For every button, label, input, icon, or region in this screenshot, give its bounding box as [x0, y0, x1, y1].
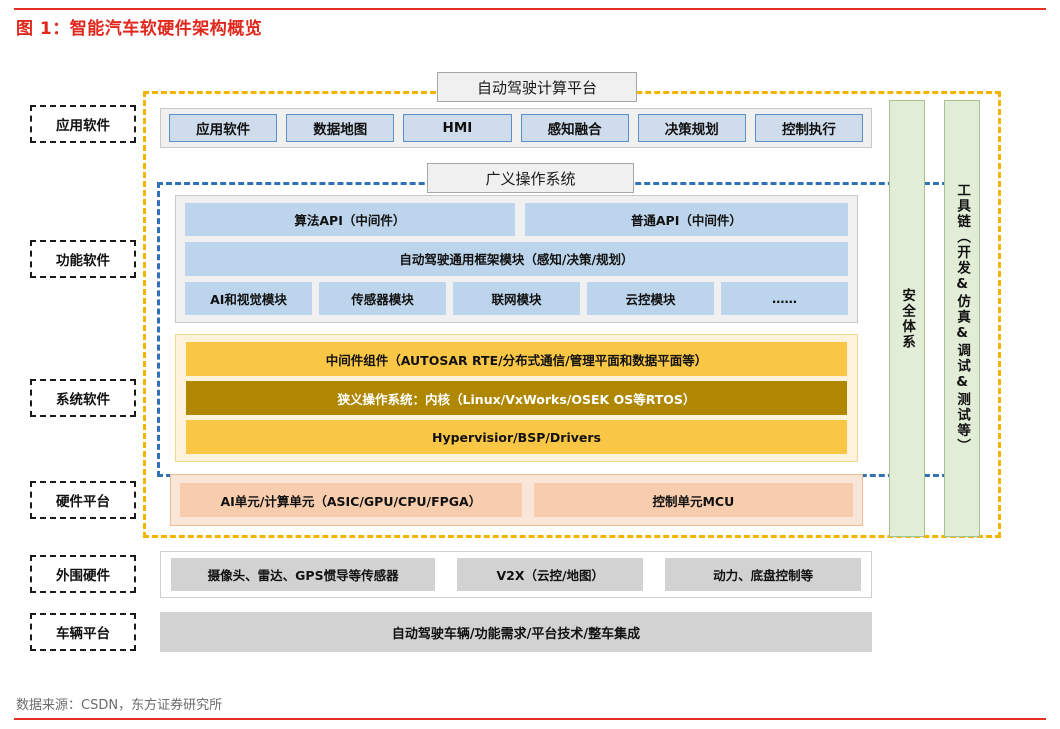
- caption-general-operating-system: 广义操作系统: [427, 163, 634, 193]
- sys-block-middleware: 中间件组件（AUTOSAR RTE/分布式通信/管理平面和数据平面等）: [186, 342, 847, 376]
- peri-block-chassis: 动力、底盘控制等: [665, 558, 861, 591]
- func-block-ai-vision: AI和视觉模块: [185, 281, 312, 315]
- peri-block-v2x: V2X（云控/地图）: [457, 558, 644, 591]
- peri-block-sensors: 摄像头、雷达、GPS惯导等传感器: [171, 558, 436, 591]
- app-block-control-execution: 控制执行: [754, 114, 864, 142]
- tier-label-text: 应用软件: [56, 118, 110, 134]
- tier-label-text: 车辆平台: [56, 626, 110, 642]
- tier-label-hardware: 硬件平台: [30, 481, 136, 519]
- tier-label-functional: 功能软件: [30, 240, 136, 278]
- app-block-perception-fusion: 感知融合: [520, 114, 629, 142]
- vehicle-layer-panel: 自动驾驶车辆/功能需求/平台技术/整车集成: [160, 612, 872, 652]
- system-layer-panel: 中间件组件（AUTOSAR RTE/分布式通信/管理平面和数据平面等） 狭义操作…: [175, 334, 858, 462]
- side-column-safety-system: 安全体系: [889, 100, 925, 537]
- side-column-toolchain: 工具链（开发&仿真&调试&测试等）: [944, 100, 980, 537]
- func-block-cloud: 云控模块: [587, 281, 714, 315]
- func-block-network: 联网模块: [453, 281, 580, 315]
- app-block-hmi: HMI: [403, 114, 512, 142]
- tier-label-text: 硬件平台: [56, 494, 110, 510]
- tier-label-peripheral: 外围硬件: [30, 555, 136, 593]
- func-block-general-api: 普通API（中间件）: [524, 203, 848, 237]
- tier-label-vehicle: 车辆平台: [30, 613, 136, 651]
- func-block-general-framework: 自动驾驶通用框架模块（感知/决策/规划）: [185, 242, 848, 276]
- app-block-data-map: 数据地图: [286, 114, 395, 142]
- sys-block-hypervisor: Hypervisior/BSP/Drivers: [186, 420, 847, 454]
- hardware-layer-panel: AI单元/计算单元（ASIC/GPU/CPU/FPGA） 控制单元MCU: [170, 474, 863, 526]
- hw-block-control-mcu: 控制单元MCU: [533, 483, 853, 517]
- func-block-sensor: 传感器模块: [319, 281, 446, 315]
- source-note: 数据来源：CSDN，东方证券研究所: [16, 698, 223, 713]
- tier-label-text: 系统软件: [56, 392, 110, 408]
- application-layer-panel: 应用软件 数据地图 HMI 感知融合 决策规划 控制执行: [160, 108, 872, 148]
- tier-label-text: 外围硬件: [56, 568, 110, 584]
- tier-label-system: 系统软件: [30, 379, 136, 417]
- sys-block-kernel: 狭义操作系统：内核（Linux/VxWorks/OSEK OS等RTOS）: [186, 381, 847, 415]
- functional-layer-panel: 算法API（中间件） 普通API（中间件） 自动驾驶通用框架模块（感知/决策/规…: [175, 195, 858, 323]
- bottom-divider: [14, 718, 1046, 720]
- func-block-algorithm-api: 算法API（中间件）: [185, 203, 515, 237]
- func-block-ellipsis: ……: [721, 281, 848, 315]
- tier-label-text: 功能软件: [56, 253, 110, 269]
- app-block-decision-planning: 决策规划: [637, 114, 746, 142]
- page-title: 图 1：智能汽车软硬件架构概览: [16, 19, 263, 39]
- hw-block-ai-compute-unit: AI单元/计算单元（ASIC/GPU/CPU/FPGA）: [180, 483, 522, 517]
- tier-label-application: 应用软件: [30, 105, 136, 143]
- app-block-application-software: 应用软件: [169, 114, 278, 142]
- functional-module-row: AI和视觉模块 传感器模块 联网模块 云控模块 ……: [185, 281, 848, 315]
- functional-api-row: 算法API（中间件） 普通API（中间件）: [185, 203, 848, 237]
- peripheral-layer-panel: 摄像头、雷达、GPS惯导等传感器 V2X（云控/地图） 动力、底盘控制等: [160, 551, 872, 598]
- caption-autonomous-driving-platform: 自动驾驶计算平台: [437, 72, 637, 102]
- top-divider: [14, 8, 1046, 10]
